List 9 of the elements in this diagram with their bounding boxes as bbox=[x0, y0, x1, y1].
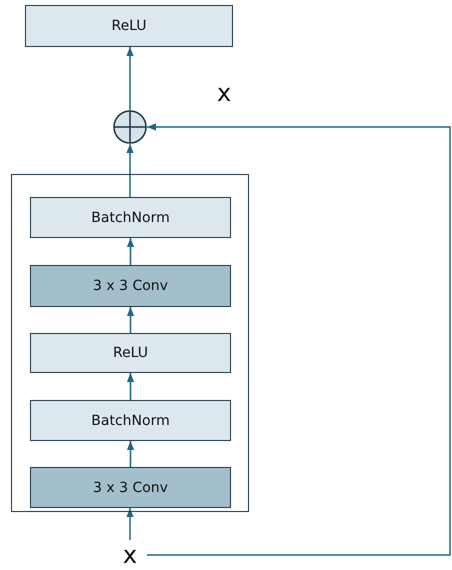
input-label: x bbox=[117, 540, 143, 570]
residual-block-frame bbox=[12, 175, 248, 511]
layer-box: ReLU bbox=[25, 5, 233, 47]
layer-box: BatchNorm bbox=[30, 400, 231, 441]
layer-box: 3 x 3 Conv bbox=[30, 265, 231, 307]
layer-box: ReLU bbox=[30, 333, 231, 373]
layer-box: BatchNorm bbox=[30, 197, 231, 238]
sum-node bbox=[113, 110, 147, 144]
layer-box: 3 x 3 Conv bbox=[30, 467, 231, 508]
